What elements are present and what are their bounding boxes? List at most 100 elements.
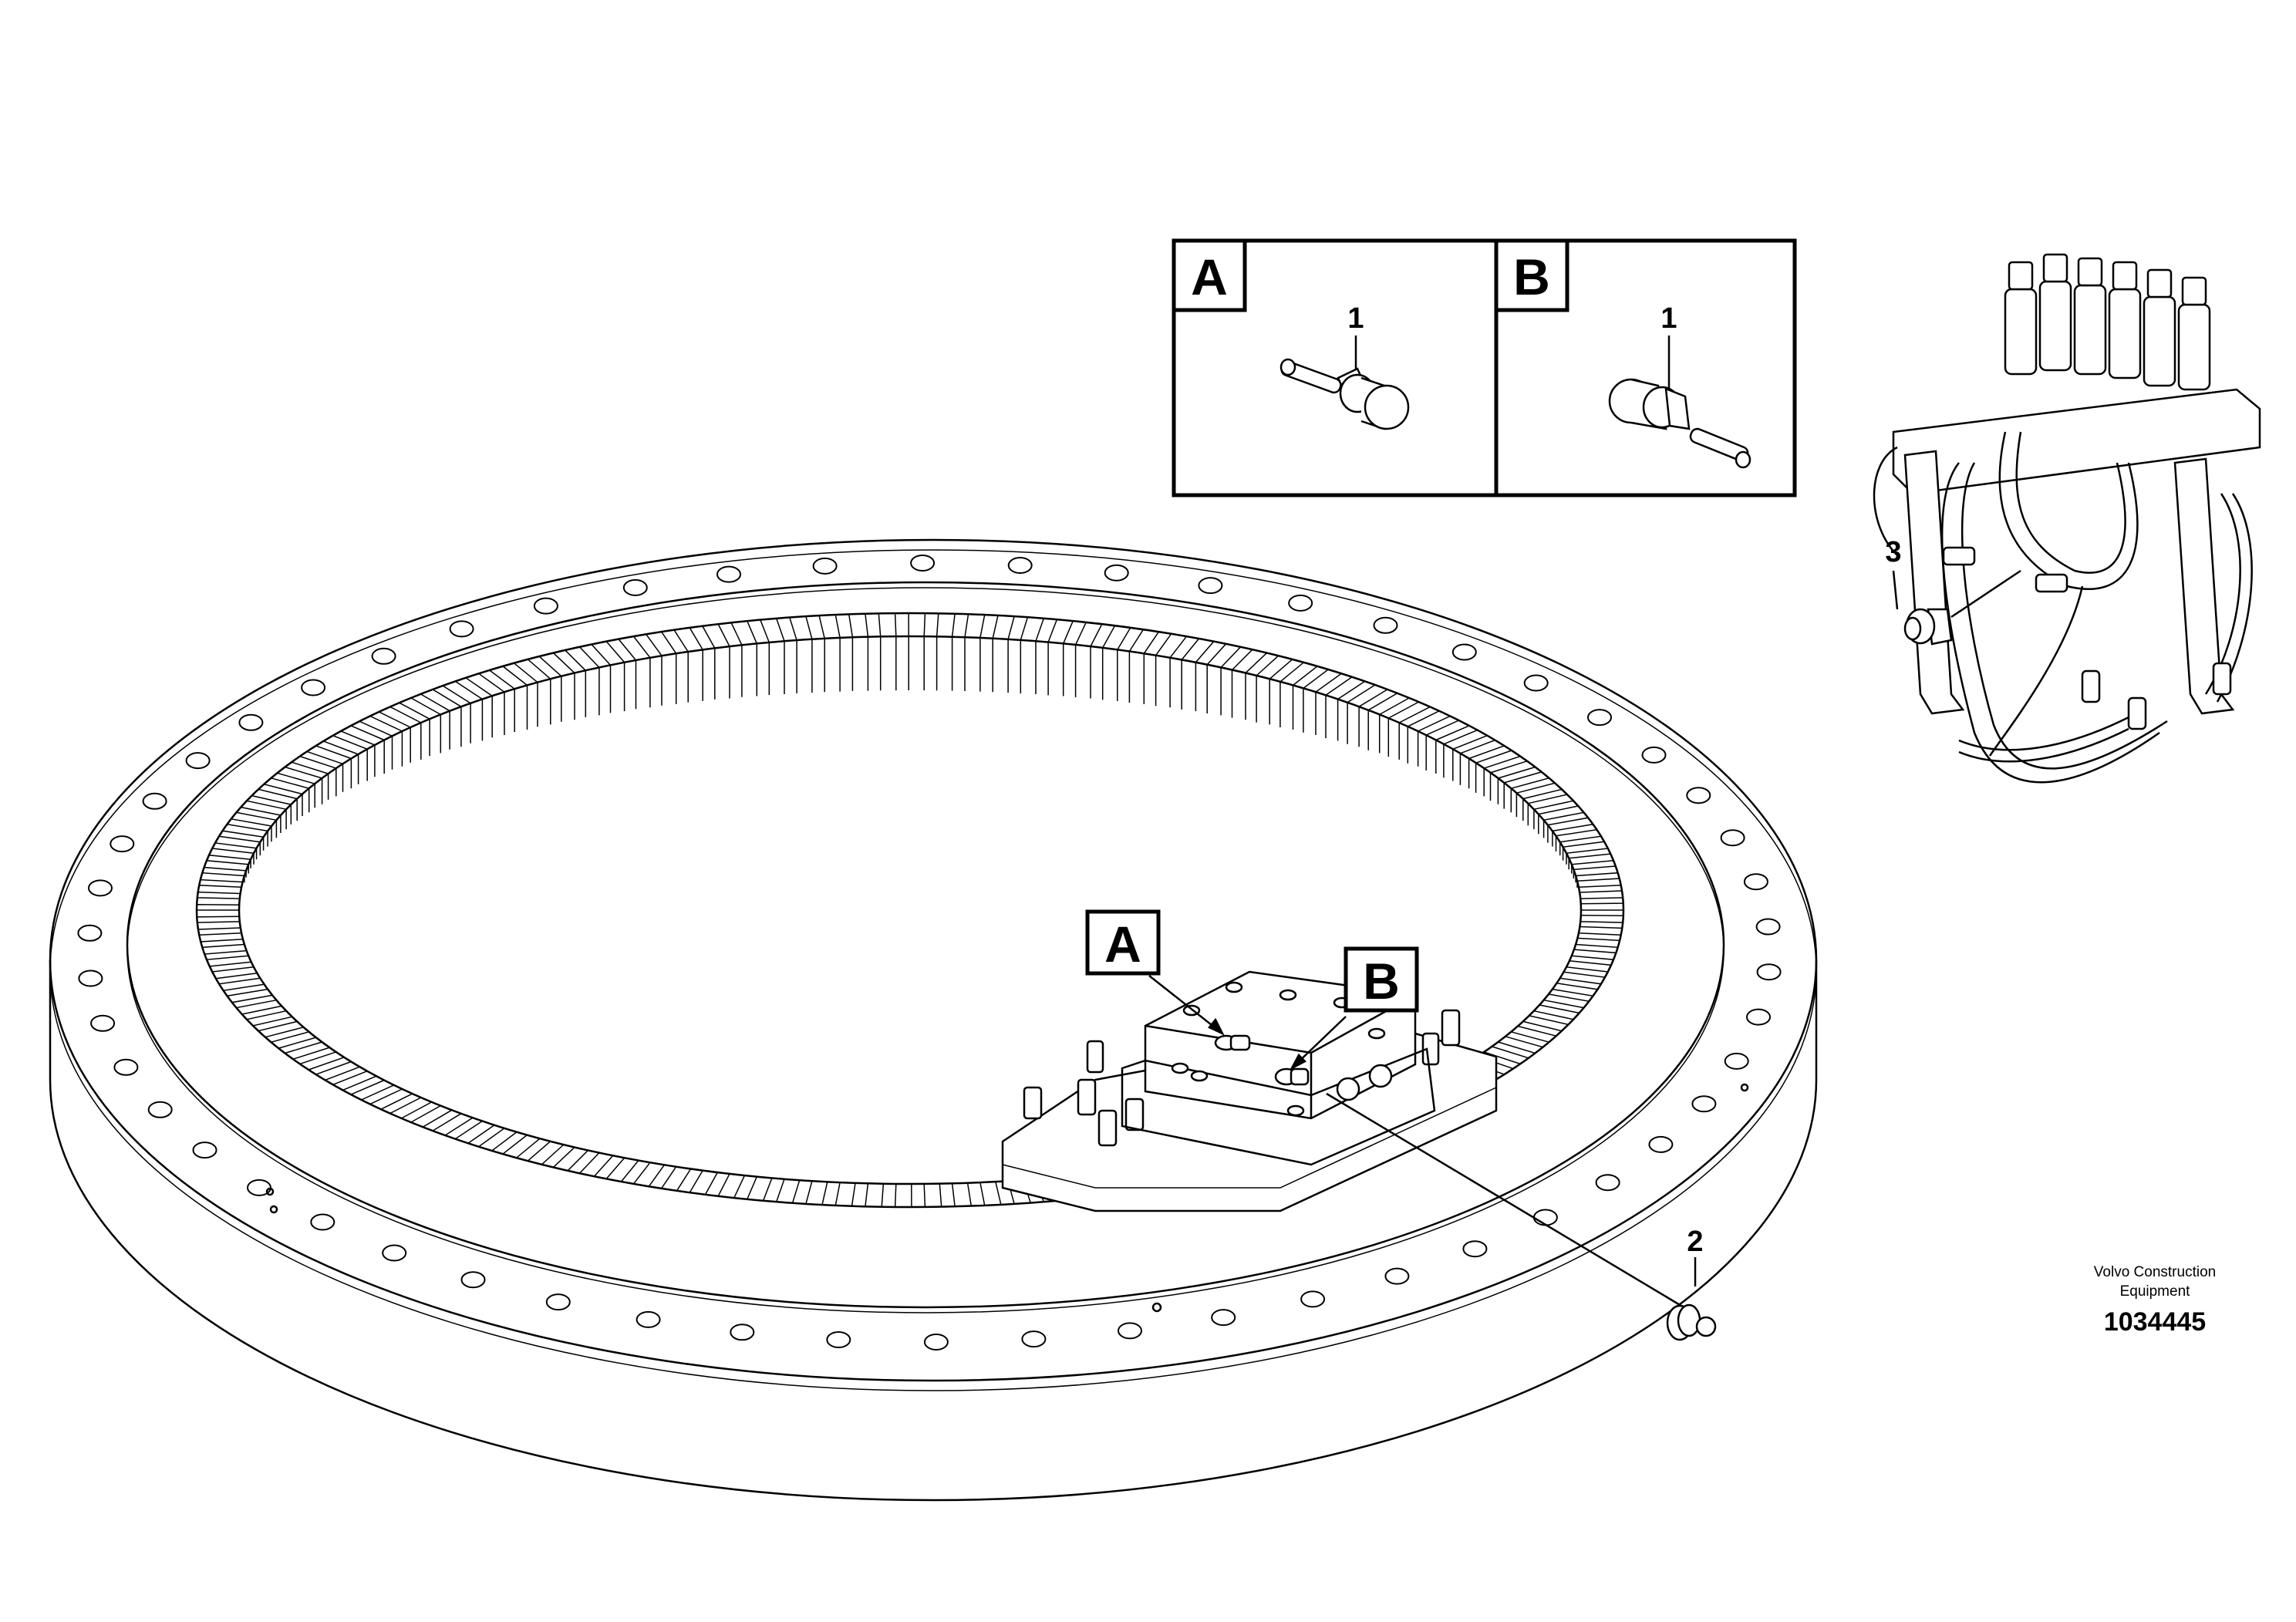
sensor-b-on-block [1274, 1067, 1310, 1086]
hydraulic-valve-assembly [1873, 253, 2261, 784]
bolt-hole [1756, 963, 1782, 981]
bolt-hole [1384, 1267, 1410, 1285]
gear-tooth [660, 629, 689, 704]
gear-tooth [1533, 800, 1580, 835]
detail-view-b: B 1 [1494, 238, 1752, 469]
bolt-hole [301, 679, 326, 696]
gear-tooth [605, 638, 637, 712]
rim-hole [269, 1205, 278, 1214]
gear-tooth [443, 1117, 483, 1140]
rim-hole [1151, 1302, 1162, 1313]
callout-item-2: 2 [1687, 1226, 1703, 1258]
gear-tooth [1417, 715, 1461, 771]
gear-tooth [1580, 909, 1624, 917]
ring-outer-edge [49, 538, 1818, 1382]
leader-lines [1148, 975, 1698, 1317]
gear-tooth [804, 615, 825, 693]
gear-tooth [204, 949, 249, 960]
gear-tooth [208, 961, 255, 973]
gear-tooth [1556, 977, 1603, 990]
gear-tooth [1573, 943, 1619, 954]
gear-tooth [431, 685, 471, 747]
rim-hole [265, 1187, 275, 1196]
gear-tooth [198, 878, 243, 889]
bolt-hole [382, 1244, 407, 1262]
bolt-hole [1720, 829, 1745, 847]
gear-tooth [1378, 697, 1421, 757]
gear-tooth [688, 625, 716, 701]
bolt-hole [1021, 1330, 1047, 1348]
bolt-hole [113, 1058, 139, 1076]
solenoid-stack [2004, 253, 2211, 391]
drawing-number: 1034445 [2104, 1307, 2206, 1337]
bolt-hole [545, 1293, 571, 1311]
bolt-hole [636, 1310, 661, 1328]
ring-bolt-holes [77, 555, 1782, 1351]
gear-tooth [197, 927, 242, 936]
brand-line-1: Volvo Construction [2094, 1264, 2216, 1280]
gear-tooth [1195, 640, 1228, 713]
gear-tooth [894, 612, 909, 691]
fittings [1942, 546, 2232, 730]
gear-tooth [245, 794, 292, 830]
marker-a: A [1085, 909, 1161, 976]
gear-tooth [379, 1093, 422, 1114]
gear-tooth [1505, 1031, 1551, 1048]
gear-tooth [1398, 706, 1441, 764]
gear-tooth [477, 669, 515, 735]
bolt-hole [1724, 1052, 1749, 1070]
gear-tooth [566, 1149, 600, 1175]
gear-tooth [540, 1144, 575, 1168]
gear-tooth [1492, 1041, 1537, 1059]
bolt-hole [78, 969, 103, 987]
gear-tooth [551, 649, 587, 720]
gear-tooth [349, 720, 393, 774]
gear-tooth [1117, 626, 1145, 703]
bolt-hole [110, 835, 135, 853]
bolt-hole [449, 620, 474, 638]
gear-tooth [410, 693, 450, 754]
gear-tooth [323, 1066, 368, 1086]
gear-tooth [467, 1125, 505, 1148]
bolt-hole [1691, 1095, 1717, 1113]
ring-outer-side [49, 960, 1818, 1502]
gear-tooth [592, 1155, 625, 1180]
gear-tooth [1007, 615, 1029, 694]
gear-tooth [865, 612, 882, 691]
gear-tooth [951, 613, 969, 691]
leader-item-3 [1892, 570, 1899, 610]
bolt-hole [1104, 564, 1129, 582]
gear-tooth [746, 619, 770, 696]
bolt-hole [142, 792, 167, 810]
gear-tooth [995, 1181, 1016, 1206]
marker-b: B [1344, 946, 1419, 1013]
bolt-hole [1373, 616, 1398, 634]
gear-tooth [314, 740, 359, 789]
gear-tooth [526, 656, 562, 725]
gear-tooth [201, 866, 247, 883]
gear-tooth [251, 1016, 298, 1032]
gear-tooth [235, 806, 282, 838]
detail-b-letter: B [1513, 248, 1550, 305]
gear-tooth [1566, 848, 1612, 870]
gear-tooth [1468, 745, 1513, 793]
detail-a-item-number: 1 [1347, 302, 1364, 335]
port [1336, 1077, 1360, 1101]
gear-tooth [923, 612, 939, 691]
gear-tooth [1269, 659, 1305, 727]
gear-tooth [851, 1182, 869, 1207]
gear-tooth [214, 973, 261, 985]
bolt-hole [185, 752, 211, 770]
gear-tooth [1245, 652, 1280, 723]
bolt-hole [716, 565, 741, 583]
gear-tooth [341, 1075, 385, 1095]
brand-line-2: Equipment [2120, 1283, 2191, 1300]
gear-tooth [264, 1027, 309, 1044]
gear-tooth [939, 1183, 956, 1208]
bracket-left [1903, 450, 1965, 715]
gear-tooth [1578, 885, 1623, 893]
detail-view-a: A 1 [1172, 238, 1410, 430]
gear-tooth [1548, 988, 1594, 1003]
callout-item-3: 3 [1885, 536, 1901, 568]
bolt-hole [1451, 643, 1477, 661]
